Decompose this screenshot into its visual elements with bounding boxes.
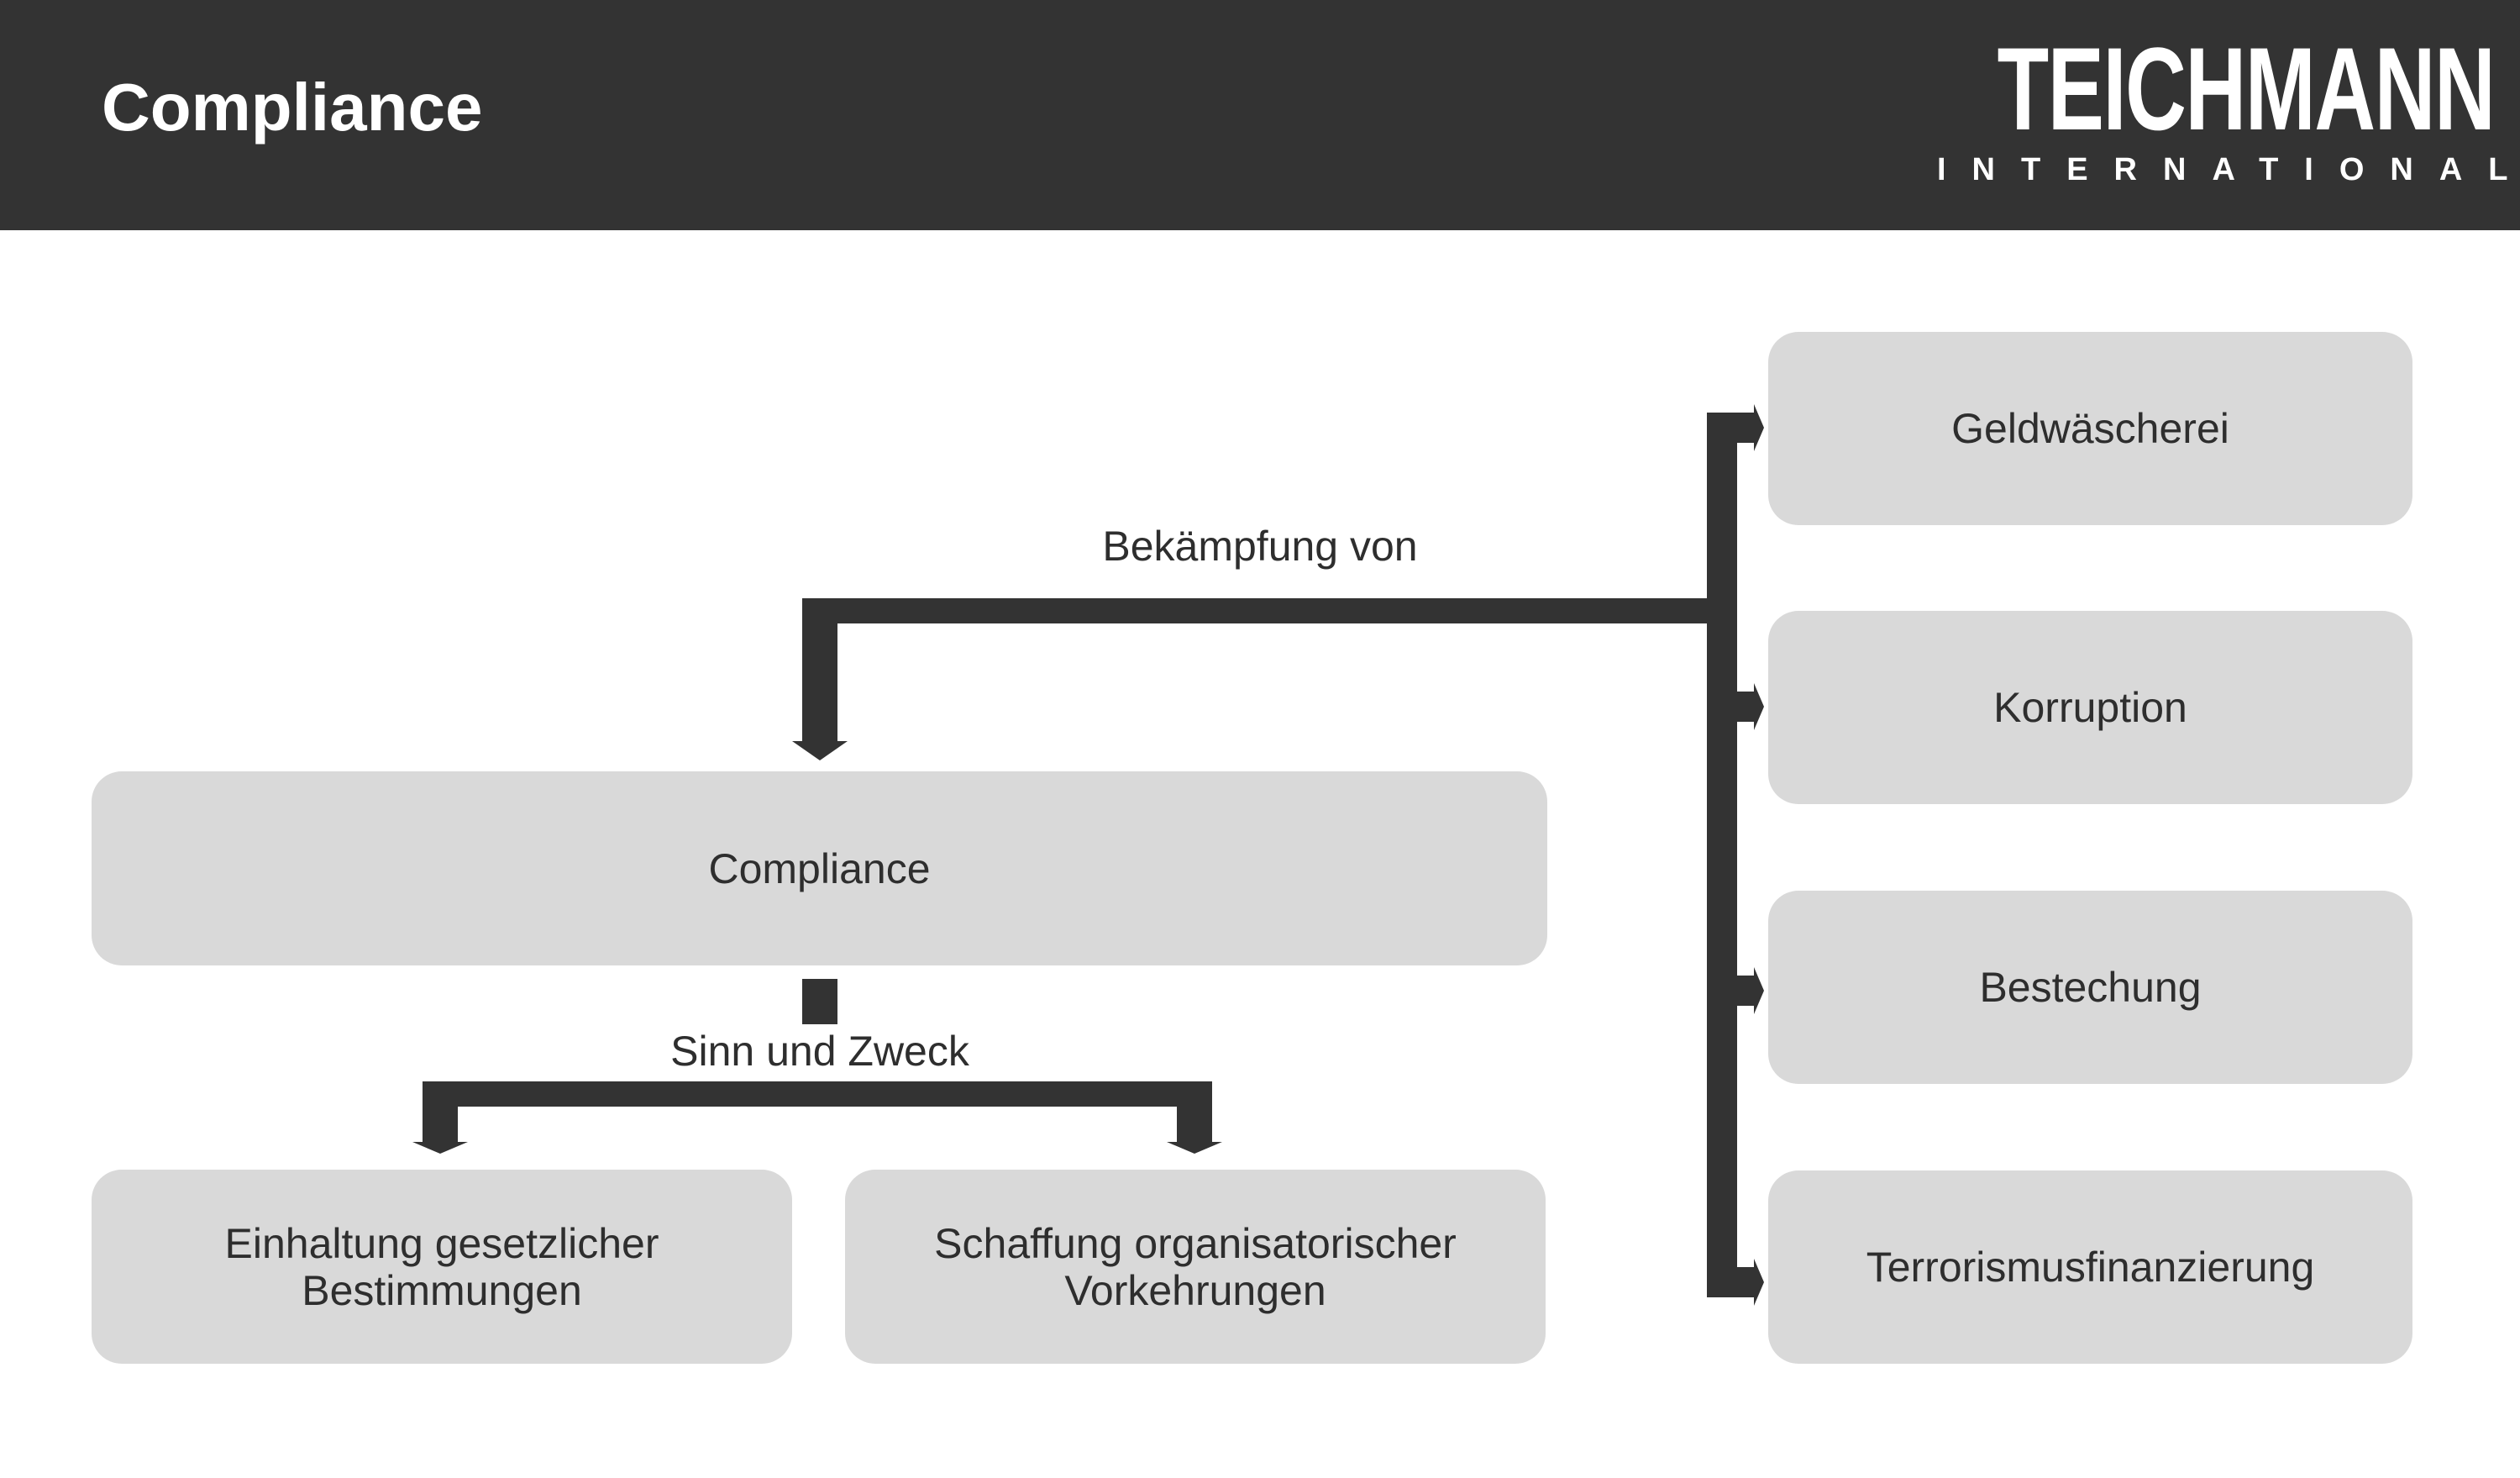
teichmann-logo: TEICHMANN INTERNATIONAL <box>1922 30 2520 198</box>
connector-to-korruption <box>1707 692 1756 722</box>
node-geldwaescherei: Geldwäscherei <box>1768 332 2412 525</box>
connector-to-bestechung <box>1707 976 1756 1006</box>
edge-label-sinn-und-zweck: Sinn und Zweck <box>670 1028 969 1075</box>
connector-to-terrorismus <box>1707 1267 1756 1297</box>
connector-bekaempfung-down <box>802 598 837 741</box>
arrowhead-to-bestechung <box>1754 967 1764 1014</box>
connector-to-geldwaescherei <box>1707 413 1756 443</box>
node-schaffung: Schaffung organisatorischer Vorkehrungen <box>845 1170 1546 1364</box>
arrowhead-to-compliance <box>792 741 848 760</box>
connector-bekaempfung-horizontal <box>802 598 1709 623</box>
arrowhead-to-korruption <box>1754 683 1764 730</box>
logo-subtitle: INTERNATIONAL <box>1937 152 2520 187</box>
node-einhaltung: Einhaltung gesetzlicher Bestimmungen <box>92 1170 792 1364</box>
arrowhead-to-schaffung <box>1167 1142 1222 1154</box>
arrowhead-to-terrorismus <box>1754 1259 1764 1306</box>
connector-sinn-horizontal <box>423 1081 1212 1107</box>
node-terrorismusfinanzierung: Terrorismusfinanzierung <box>1768 1170 2412 1364</box>
node-bestechung: Bestechung <box>1768 891 2412 1084</box>
node-korruption: Korruption <box>1768 611 2412 804</box>
edge-label-bekaempfung: Bekämpfung von <box>1102 523 1418 570</box>
connector-sinn-right-down <box>1177 1081 1212 1142</box>
page-title: Compliance <box>102 70 483 145</box>
arrowhead-to-geldwaescherei <box>1754 404 1764 451</box>
connector-sinn-left-down <box>423 1081 458 1142</box>
node-compliance: Compliance <box>92 771 1547 965</box>
connector-sinn-stub <box>802 979 837 1024</box>
arrowhead-to-einhaltung <box>412 1142 468 1154</box>
connector-trunk <box>1707 413 1737 1297</box>
header-bar: Compliance TEICHMANN INTERNATIONAL <box>0 0 2520 230</box>
